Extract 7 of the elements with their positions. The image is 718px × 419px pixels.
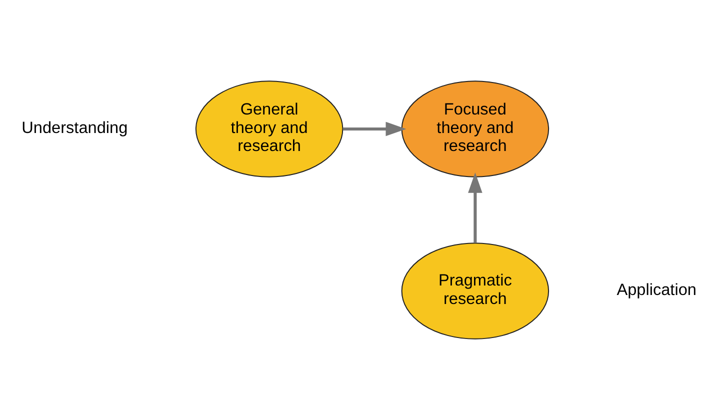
arrow <box>468 172 482 242</box>
label: Understanding <box>22 118 128 136</box>
node-ellipse: Focused theory and research <box>401 80 550 177</box>
node-ellipse: General theory and research <box>195 80 344 177</box>
label: Application <box>616 280 696 298</box>
node-ellipse: Pragmatic research <box>401 242 550 339</box>
arrow <box>342 121 406 136</box>
